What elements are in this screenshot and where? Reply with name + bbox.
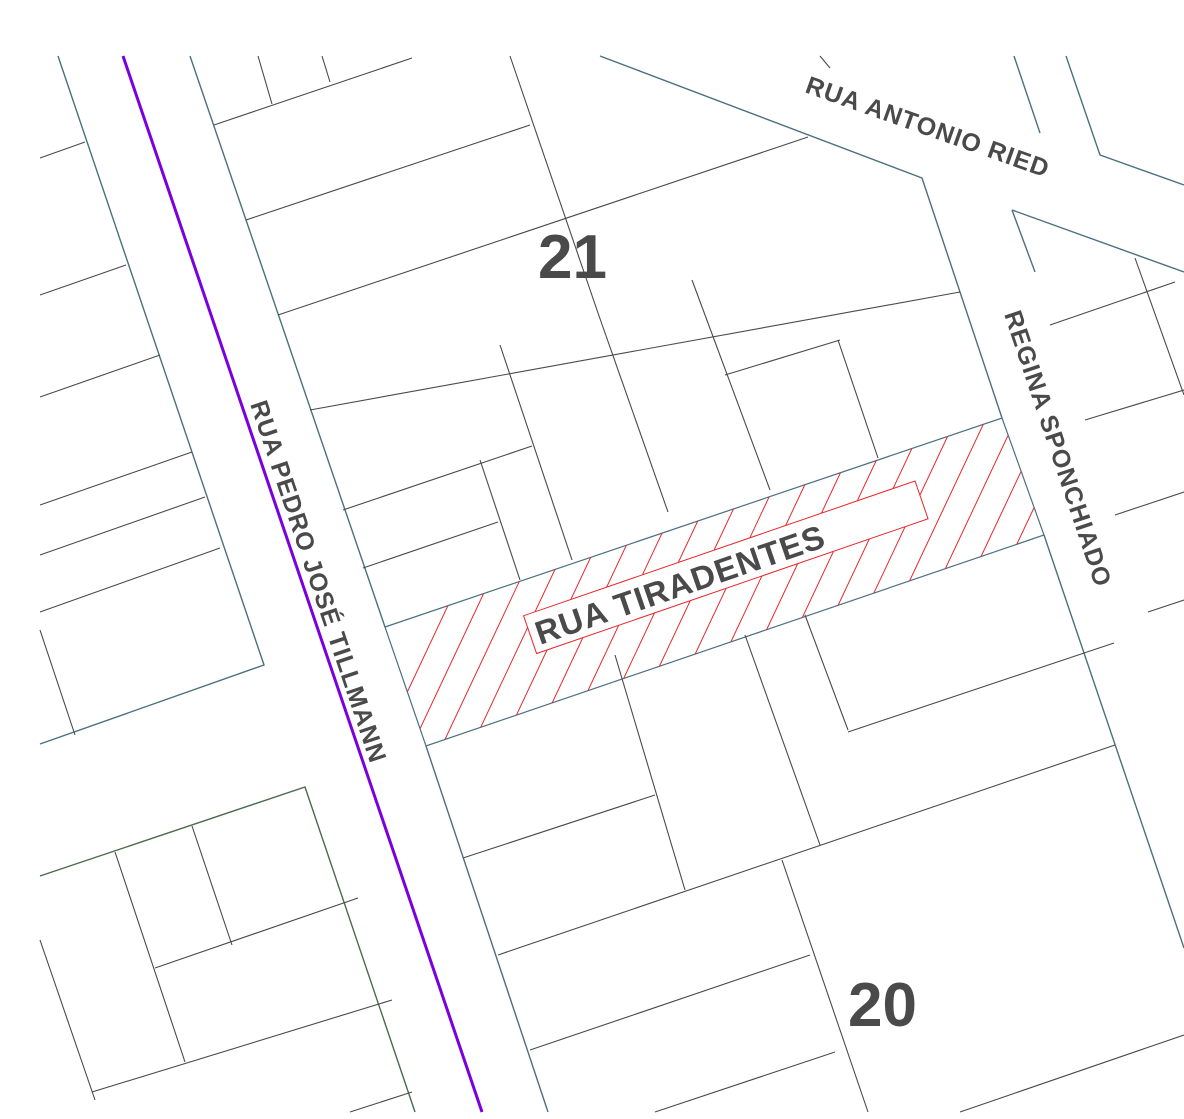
block-20-lots (425, 534, 1184, 1113)
hatch-line (1130, 410, 1184, 750)
street-axis-line (121, 55, 484, 1113)
block-number-north: 21 (538, 223, 607, 292)
hatch-line (1160, 410, 1184, 750)
street-label-antonio-ried: RUA ANTONIO RIED (802, 71, 1053, 183)
east-lots (1011, 55, 1184, 613)
street-label-regina-sponchiado: REGINA SPONCHIADO (998, 307, 1116, 591)
block-21-lots (189, 55, 1003, 628)
street-label-pedro-jose-tillmann: RUA PEDRO JOSÉ TILLMANN (244, 397, 392, 767)
block-number-south: 20 (848, 971, 917, 1040)
west-lots (39, 55, 416, 1113)
